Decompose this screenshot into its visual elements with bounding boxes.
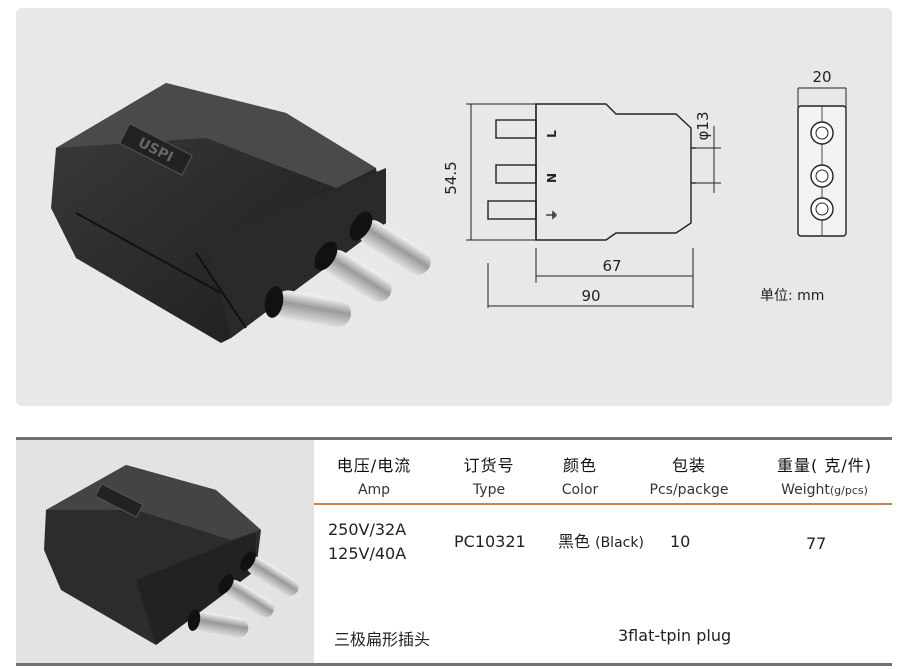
product-name-cn: 三极扁形插头 [334,630,431,649]
pin-middle [314,241,392,302]
header-divider [314,503,892,505]
dim-diameter: φ13 [694,112,712,141]
dim-height: 54.5 [442,161,460,194]
col-header-type-cn: 订货号 [463,456,515,475]
plug-photo-large: USPI [51,83,431,343]
col-header-pcs-cn: 包装 [671,456,706,475]
dim-90: 90 [581,287,600,305]
unit-label: 单位: mm [760,288,825,304]
spec-band: 电压/电流 Amp 订货号 Type 颜色 Color 包装 Pcs/packg… [16,437,892,666]
col-header-weight-cn: 重量( 克/件) [777,456,872,475]
cell-weight: 77 [806,534,827,553]
col-header-pcs-en: Pcs/packge [649,482,729,498]
dim-67: 67 [602,257,621,275]
top-panel: USPI [16,8,892,406]
cell-color: 黑色 (Black) [558,532,644,551]
pin-label-n: N [545,173,559,183]
spec-table: 电压/电流 Amp 订货号 Type 颜色 Color 包装 Pcs/packg… [314,440,892,663]
cell-type: PC10321 [454,532,526,551]
col-header-amp-en: Amp [357,482,391,498]
col-header-type-en: Type [472,482,506,498]
cell-pcs: 10 [670,532,691,551]
col-header-color-cn: 颜色 [562,456,597,475]
col-header-amp-cn: 电压/电流 [336,456,412,475]
pin-label-l: L [545,130,559,138]
cell-amp: 250V/32A 125V/40A [328,520,407,563]
product-name-en: 3flat-tpin plug [618,626,732,645]
dimension-drawing: 54.5 67 90 φ13 20 L N ⏚ [442,68,847,308]
pin-label-earth: ⏚ [545,209,559,221]
dim-width: 20 [812,68,831,86]
col-header-weight-en: Weight(g/pcs) [781,482,868,498]
end-view [797,105,847,237]
pin-top [349,211,431,275]
pin-bottom [264,286,352,328]
col-header-color-en: Color [561,482,599,498]
plug-photo-small [16,440,314,663]
